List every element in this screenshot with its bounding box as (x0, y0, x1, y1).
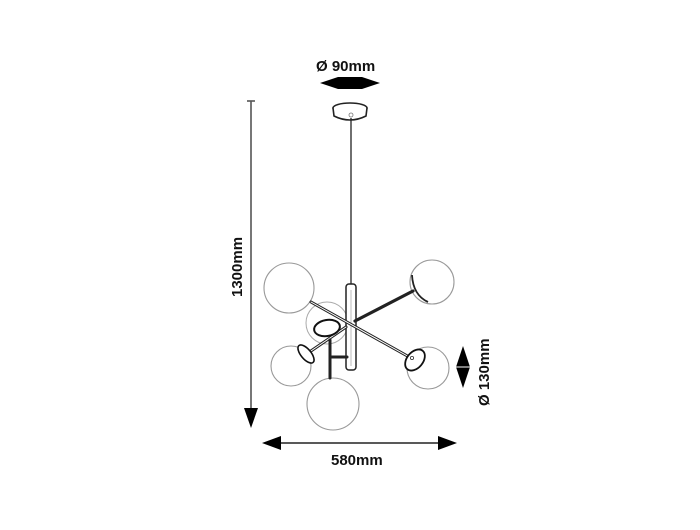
glass-globe-upper-left (263, 262, 315, 314)
canopy-dimension-arrow (320, 77, 380, 89)
glass-globe-back (305, 301, 349, 345)
height-label: 1300mm (229, 236, 246, 297)
globe-diameter-label: Ø 130mm (476, 338, 493, 406)
width-dimension-arrow (262, 436, 457, 450)
chandelier-arms (306, 289, 415, 380)
canopy-diameter-label: Ø 90mm (316, 58, 376, 75)
globe-dimension-arrow (456, 346, 470, 388)
glass-globe-bottom (306, 377, 360, 431)
width-label: 580mm (331, 452, 383, 469)
globe-holder-cups (297, 318, 426, 372)
height-dimension-arrow (244, 100, 258, 428)
ceiling-canopy (332, 102, 368, 121)
glass-globe-upper-right (409, 259, 455, 305)
